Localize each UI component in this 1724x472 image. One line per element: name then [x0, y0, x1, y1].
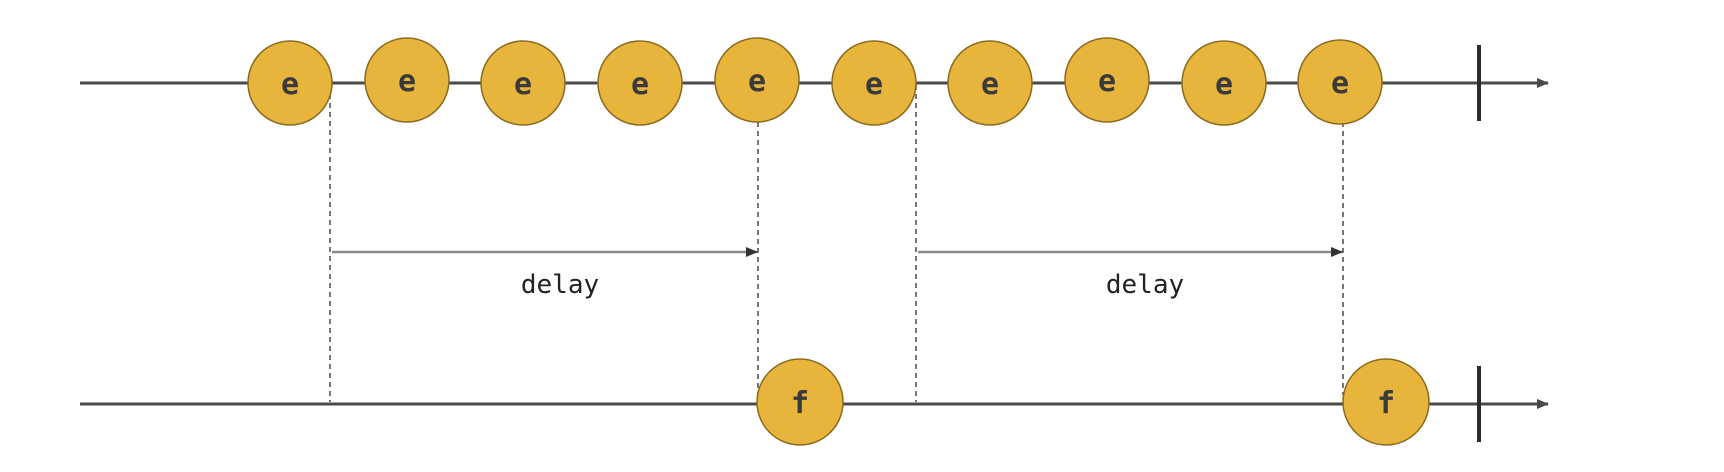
- delay-label-1: delay: [521, 270, 599, 300]
- source-event-label: e: [865, 67, 883, 102]
- source-event-label: e: [748, 64, 766, 99]
- source-event-label: e: [981, 67, 999, 102]
- source-event-label: e: [631, 67, 649, 102]
- output-events: f f: [756, 358, 1430, 446]
- source-event-marble: e: [1297, 39, 1383, 125]
- source-event-marble: e: [714, 37, 800, 123]
- source-events: e e e e e e e e: [247, 37, 1383, 126]
- source-event-marble: e: [480, 40, 566, 126]
- source-event-label: e: [1098, 64, 1116, 99]
- delay-interval-1: delay: [332, 247, 758, 300]
- output-event-marble: f: [756, 358, 844, 446]
- source-event-marble: e: [1064, 37, 1150, 123]
- source-event-label: e: [514, 67, 532, 102]
- source-event-marble: e: [364, 37, 450, 123]
- source-event-label: e: [1331, 66, 1349, 101]
- delay-label-2: delay: [1106, 270, 1184, 300]
- source-event-marble: e: [597, 40, 683, 126]
- source-event-marble: e: [831, 40, 917, 126]
- source-event-marble: e: [947, 40, 1033, 126]
- source-event-label: e: [398, 64, 416, 99]
- source-event-marble: e: [247, 40, 333, 126]
- delay-interval-2: delay: [918, 247, 1343, 300]
- source-event-label: e: [1215, 67, 1233, 102]
- source-event-label: e: [281, 67, 299, 102]
- output-event-label: f: [1377, 386, 1395, 421]
- output-event-label: f: [791, 386, 809, 421]
- source-event-marble: e: [1181, 40, 1267, 126]
- output-event-marble: f: [1342, 358, 1430, 446]
- guide-lines: [329, 85, 1344, 402]
